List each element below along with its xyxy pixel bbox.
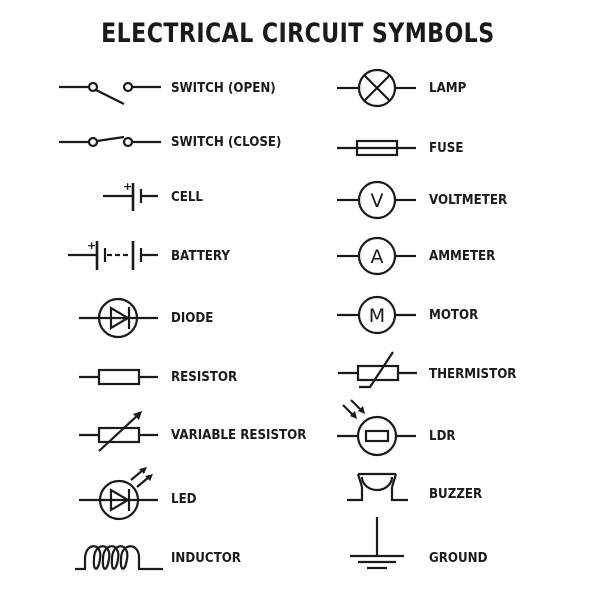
ammeter-glyph: A xyxy=(371,246,384,268)
label-buzzer: BUZZER xyxy=(429,486,483,502)
label-resistor: RESISTOR xyxy=(171,369,238,385)
label-diode: DIODE xyxy=(171,310,214,326)
label-thermistor: THERMISTOR xyxy=(429,366,517,382)
switch-open-icon xyxy=(59,81,161,105)
cell-plus-sign: + xyxy=(123,180,132,193)
buzzer-icon xyxy=(347,472,408,502)
motor-glyph: M xyxy=(369,305,385,327)
label-inductor: INDUCTOR xyxy=(171,550,241,566)
page-title: ELECTRICAL CIRCUIT SYMBOLS xyxy=(101,18,495,49)
label-ground: GROUND xyxy=(429,550,488,566)
ldr-icon xyxy=(337,399,416,457)
label-lamp: LAMP xyxy=(429,80,467,96)
cell-icon: + xyxy=(103,180,158,211)
battery-icon: + xyxy=(68,239,158,270)
ammeter-icon: A xyxy=(337,236,416,276)
label-voltmeter: VOLTMETER xyxy=(429,192,508,208)
label-fuse: FUSE xyxy=(429,140,464,156)
label-motor: MOTOR xyxy=(429,307,479,323)
motor-icon: M xyxy=(337,295,416,335)
ground-icon xyxy=(350,517,404,570)
led-icon xyxy=(79,467,158,521)
switch-closed-icon xyxy=(59,135,161,148)
label-switch-closed: SWITCH (CLOSE) xyxy=(171,134,282,150)
label-led: LED xyxy=(171,491,197,507)
resistor-icon xyxy=(79,368,158,386)
label-cell: CELL xyxy=(171,189,203,205)
variable-resistor-icon xyxy=(79,411,158,452)
label-battery: BATTERY xyxy=(171,248,231,264)
voltmeter-icon: V xyxy=(337,180,416,220)
label-ldr: LDR xyxy=(429,428,456,444)
label-ammeter: AMMETER xyxy=(429,248,496,264)
voltmeter-glyph: V xyxy=(371,190,384,212)
label-variable-resistor: VARIABLE RESISTOR xyxy=(171,427,307,443)
fuse-icon xyxy=(337,139,416,157)
thermistor-icon xyxy=(338,351,417,389)
label-switch-open: SWITCH (OPEN) xyxy=(171,80,276,96)
inductor-icon xyxy=(75,545,163,571)
lamp-icon xyxy=(337,68,416,108)
battery-plus-sign: + xyxy=(87,239,96,252)
diode-icon xyxy=(79,297,158,339)
